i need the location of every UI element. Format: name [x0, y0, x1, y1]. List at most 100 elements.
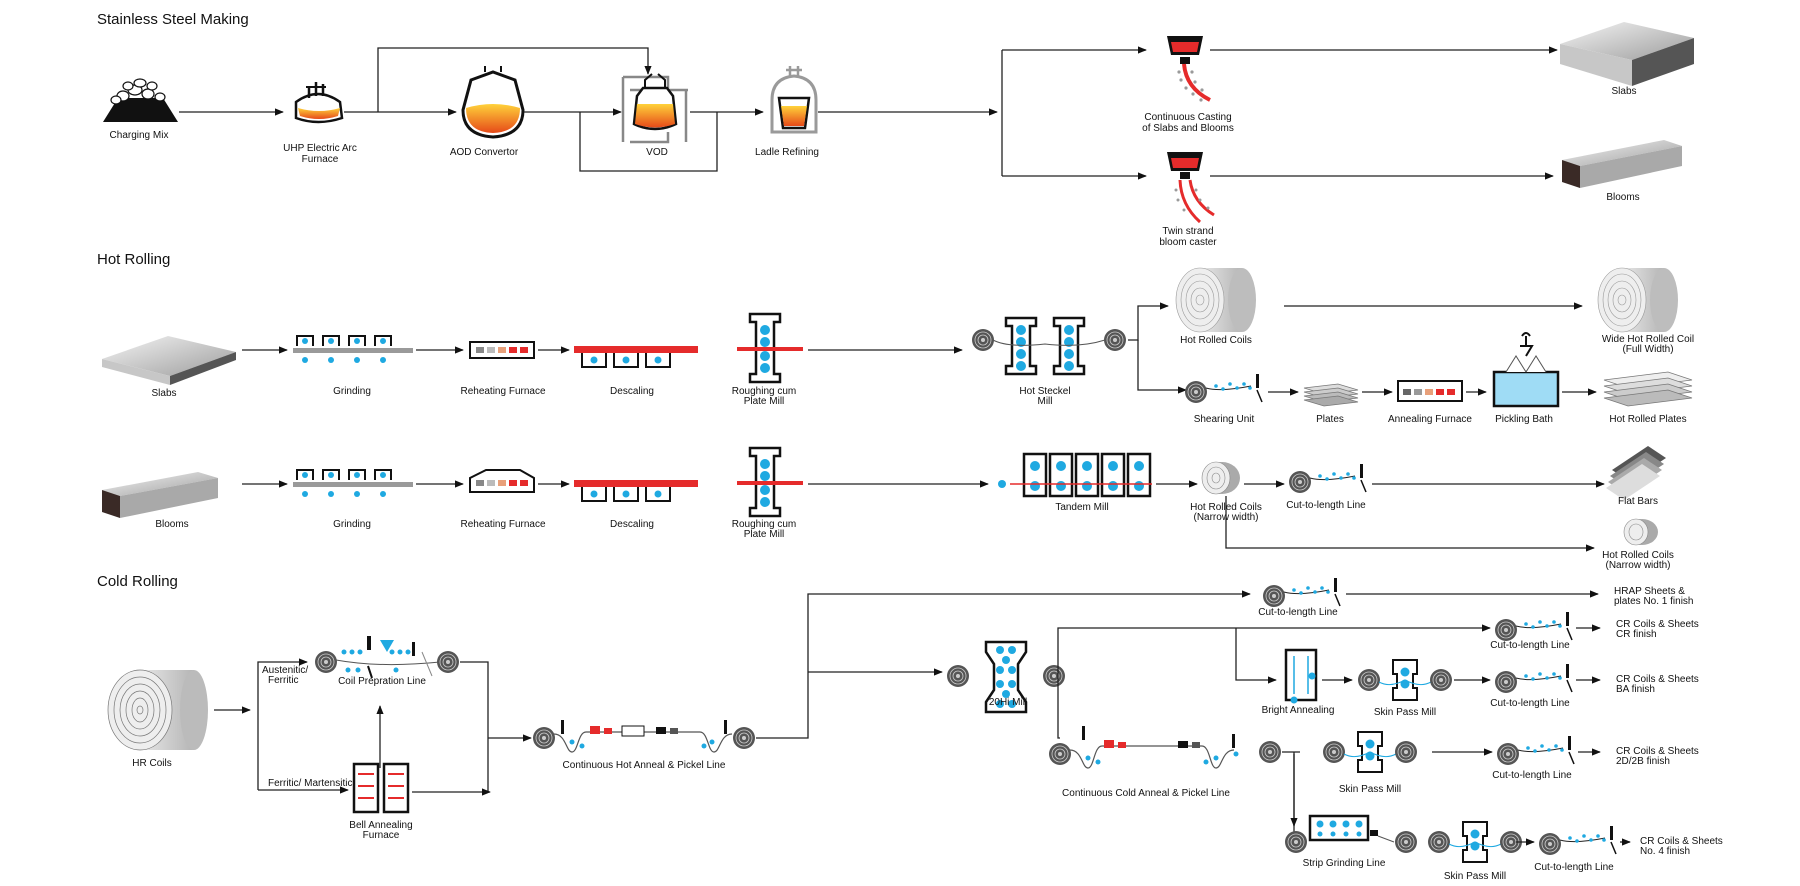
label-shearing: Shearing Unit	[1194, 414, 1255, 425]
caster-icon-2	[1167, 152, 1215, 224]
label-ccapl: Continuous Cold Anneal & Pickel Line	[1062, 788, 1230, 799]
label-ctl-hr: Cut-to-length Line	[1286, 500, 1366, 511]
label-hr-plates: Hot Rolled Plates	[1609, 414, 1686, 425]
label-roughing-b1: Roughing cum	[732, 519, 796, 530]
label-ladle: Ladle Refining	[755, 147, 819, 158]
charging-mix-icon	[103, 78, 178, 122]
label-steckel-2: Mill	[1038, 396, 1053, 407]
label-ba-1: CR Coils & Sheets	[1616, 674, 1699, 685]
label-slabs: Slabs	[1611, 86, 1636, 97]
label-hrap-1: HRAP Sheets &	[1614, 586, 1685, 597]
label-descaling-b: Descaling	[610, 519, 654, 530]
label-hr-slabs: Slabs	[151, 388, 176, 399]
label-cc-2: of Slabs and Blooms	[1142, 123, 1234, 134]
label-hrc-out-1: Hot Rolled Coils	[1602, 550, 1674, 561]
label-grinding: Grinding	[333, 386, 371, 397]
arc-furnace-icon	[294, 82, 344, 124]
label-wide-2: (Full Width)	[1622, 344, 1673, 355]
label-ferr-mart: Ferritic/ Martensitic	[268, 778, 352, 789]
annealing-furnace-icon	[1397, 380, 1463, 402]
ctl-icon-cr	[1495, 612, 1572, 641]
ccapl-icon	[1048, 726, 1282, 769]
hr-plates-icon	[1603, 371, 1693, 407]
label-grinding-b: Grinding	[333, 519, 371, 530]
coil-icon-narrow-out	[1623, 518, 1658, 546]
label-skin3: Skin Pass Mill	[1444, 871, 1506, 881]
label-ctl-4: Cut-to-length Line	[1534, 862, 1614, 873]
descaling-icon-b	[573, 479, 699, 502]
ladle-icon	[770, 66, 818, 134]
ctl-icon-hr	[1289, 464, 1366, 493]
label-pickling: Pickling Bath	[1495, 414, 1553, 425]
label-ctl-cr: Cut-to-length Line	[1490, 640, 1570, 651]
coil-icon-hr	[1175, 267, 1257, 333]
steckel-mill-icon	[971, 316, 1127, 376]
label-strip: Strip Grinding Line	[1303, 858, 1386, 869]
slab-icon-hr	[102, 336, 236, 385]
label-reheating: Reheating Furnace	[460, 386, 545, 397]
label-uhp-2: Furnace	[302, 154, 339, 165]
strip-grinding-icon	[1284, 814, 1418, 854]
shear-icon	[1185, 374, 1262, 403]
chapl-icon	[532, 720, 756, 753]
ctl-icon-2d	[1497, 736, 1574, 765]
flat-bars-icon	[1606, 446, 1666, 500]
label-bright: Bright Annealing	[1262, 705, 1335, 716]
bright-annealing-icon	[1284, 648, 1318, 704]
label-ctl-ba: Cut-to-length Line	[1490, 698, 1570, 709]
label-bell-1: Bell Annealing	[349, 820, 412, 831]
label-reheating-b: Reheating Furnace	[460, 519, 545, 530]
bloom-icon-hr	[102, 472, 218, 518]
label-tandem: Tandem Mill	[1055, 502, 1108, 513]
vod-icon	[621, 73, 688, 144]
label-hr-coils-cold: HR Coils	[132, 758, 171, 769]
tandem-mill-icon	[998, 452, 1152, 498]
label-twin-2: bloom caster	[1159, 237, 1217, 248]
label-skin1: Skin Pass Mill	[1374, 707, 1436, 718]
section-title-hot-rolling: Hot Rolling	[97, 251, 170, 268]
skin-pass-mill-icon-2	[1323, 732, 1417, 772]
label-ctl-2d: Cut-to-length Line	[1492, 770, 1572, 781]
label-aus-2: Ferritic	[268, 675, 299, 686]
pickling-bath-icon	[1492, 332, 1560, 408]
grinding-icon-b	[292, 469, 414, 498]
label-uhp-1: UHP Electric Arc	[283, 143, 357, 154]
grinding-icon	[292, 335, 414, 364]
label-coil-prep: Coil Prepration Line	[338, 676, 426, 687]
label-flat-bars: Flat Bars	[1618, 496, 1658, 507]
label-roughing-b2: Plate Mill	[744, 529, 785, 540]
label-roughing-2: Plate Mill	[744, 396, 785, 407]
label-vod: VOD	[646, 147, 668, 158]
label-plates: Plates	[1316, 414, 1344, 425]
bloom-icon	[1562, 140, 1682, 188]
label-charging-mix: Charging Mix	[110, 130, 169, 141]
label-cc-1: Continuous Casting	[1144, 112, 1231, 123]
skin-pass-mill-icon-1	[1358, 660, 1452, 700]
label-cr-2: CR finish	[1616, 629, 1657, 640]
label-aod: AOD Convertor	[450, 147, 519, 158]
roughing-mill-icon	[735, 312, 805, 384]
20hi-mill-icon	[946, 640, 1066, 714]
section-title-cold-rolling: Cold Rolling	[97, 573, 178, 590]
label-20hi: 20Hi Mill	[989, 697, 1027, 708]
label-n4-2: No. 4 finish	[1640, 846, 1690, 857]
aod-convertor-icon	[461, 66, 525, 139]
roughing-mill-icon-b	[735, 446, 805, 518]
ctl-icon-4	[1539, 826, 1616, 855]
label-twin-1: Twin strand	[1162, 226, 1213, 237]
label-wide-1: Wide Hot Rolled Coil	[1602, 334, 1694, 345]
label-roughing-1: Roughing cum	[732, 386, 796, 397]
label-cr-1: CR Coils & Sheets	[1616, 619, 1699, 630]
caster-icon-1	[1167, 36, 1211, 102]
label-descaling: Descaling	[610, 386, 654, 397]
reheating-furnace-icon-b	[469, 469, 535, 493]
slab-icon	[1560, 22, 1694, 86]
label-bell-2: Furnace	[363, 830, 400, 841]
label-ctl-top: Cut-to-length Line	[1258, 607, 1338, 618]
label-2d-2: 2D/2B finish	[1616, 756, 1670, 767]
hr-coil-icon-cold	[107, 669, 208, 751]
reheating-furnace-icon	[469, 341, 535, 359]
label-steckel-1: Hot Steckel	[1019, 386, 1070, 397]
label-skin2: Skin Pass Mill	[1339, 784, 1401, 795]
